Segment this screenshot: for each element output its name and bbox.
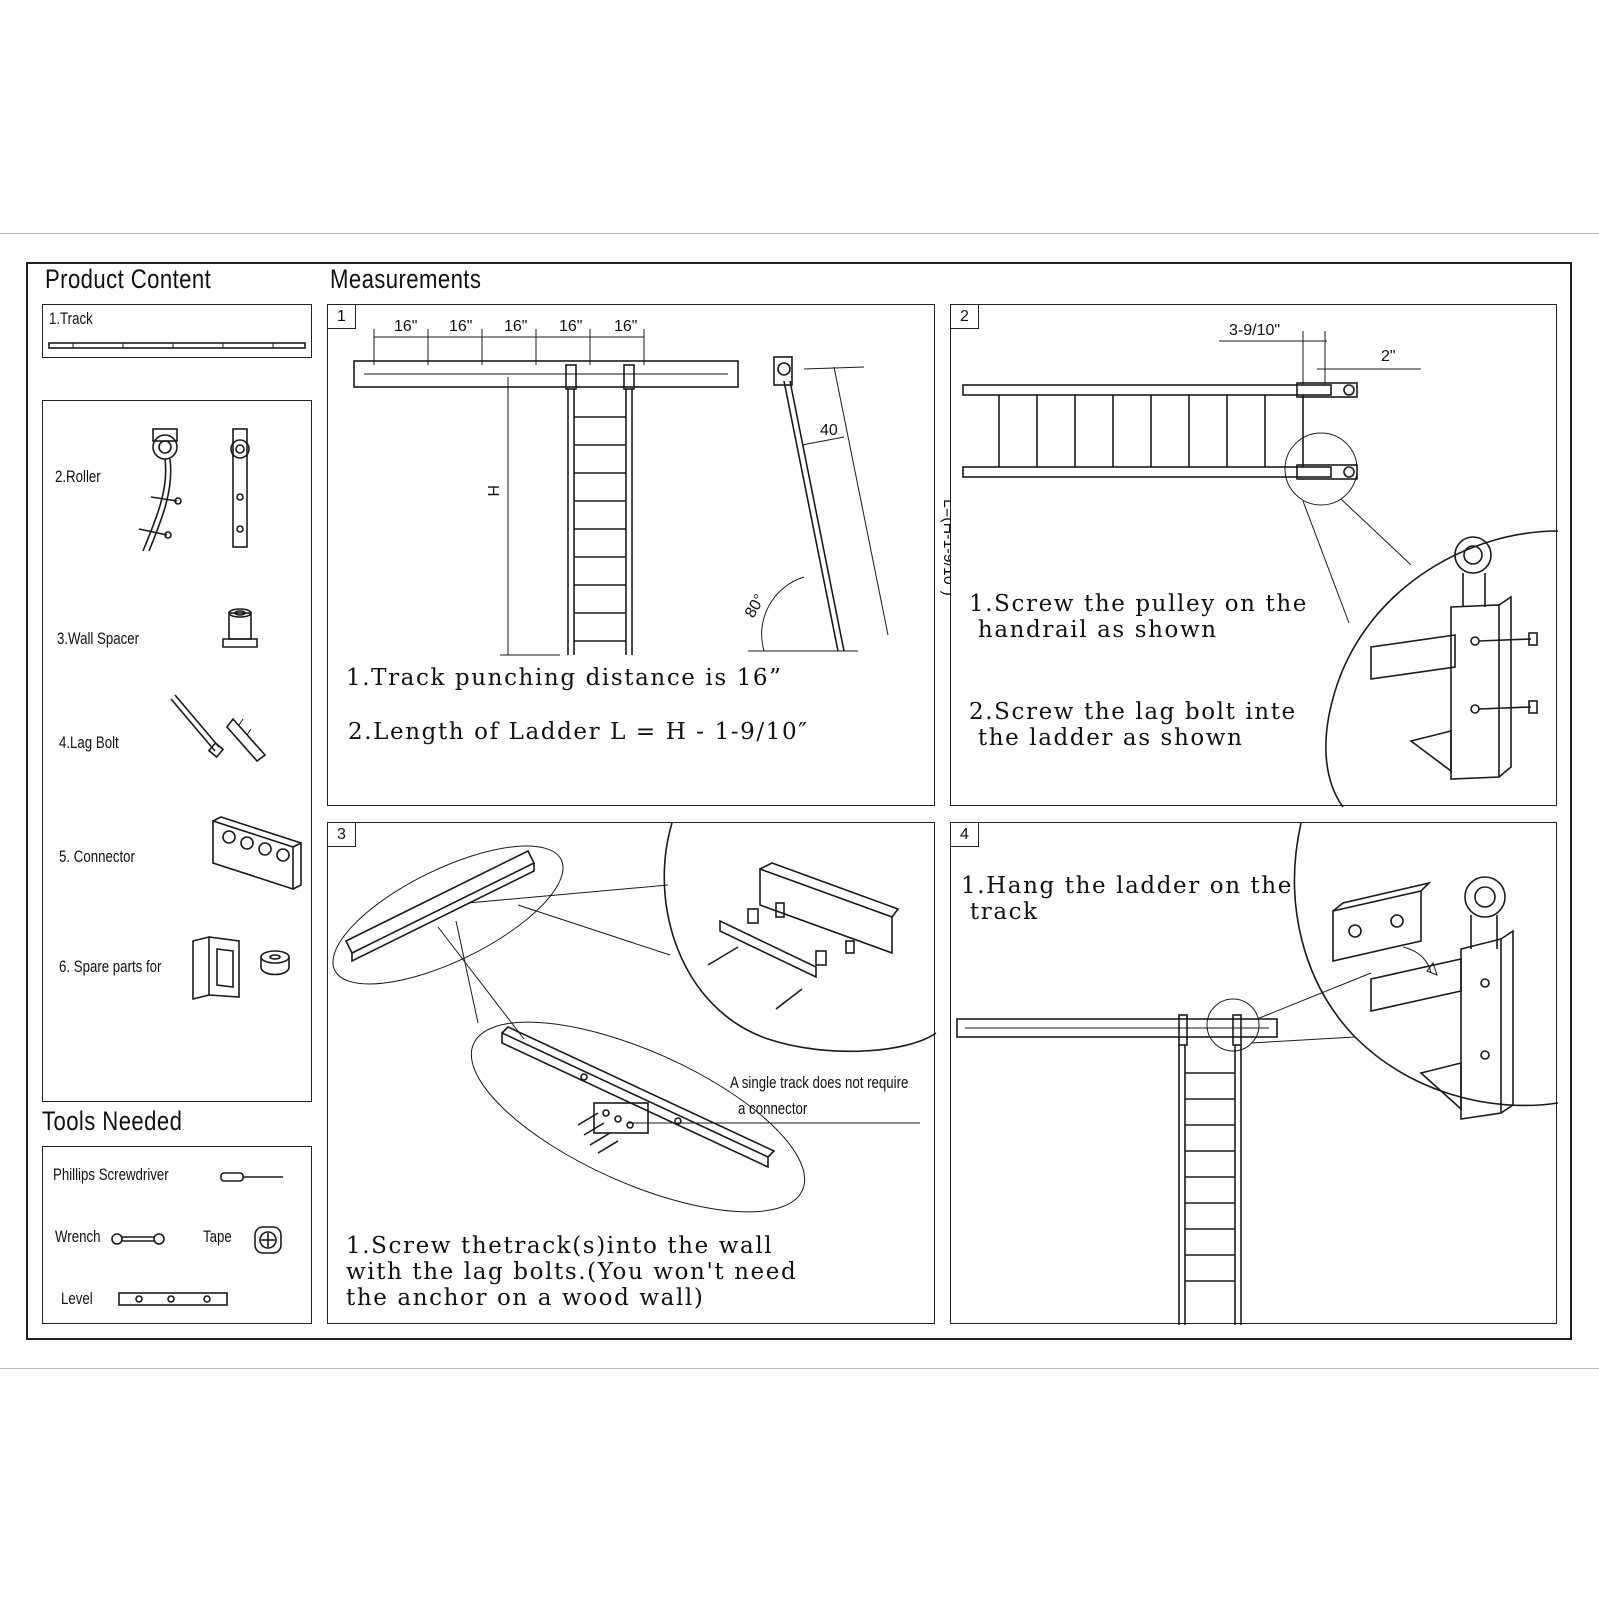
- panel-1-track: [353, 360, 739, 388]
- lag-bolt-icon: [170, 694, 267, 763]
- connector-detail-ellipse: [470, 1021, 806, 1213]
- tape-label: Tape: [203, 1227, 232, 1246]
- wall-spacer-icon: [222, 608, 258, 648]
- spare-bracket-icon: [192, 935, 240, 1001]
- tools-needed-header: Tools Needed: [42, 1106, 183, 1136]
- panel-2-step-2-line-2: the ladder as shown: [969, 725, 1244, 751]
- screwdriver-label: Phillips Screwdriver: [53, 1165, 169, 1184]
- screwdriver-icon: [220, 1172, 283, 1182]
- height-label: H: [484, 485, 501, 497]
- tools-drawings: [111, 1172, 283, 1306]
- parts-box: 2.Roller 3.Wall Spacer 4.Lag Bolt 5. Con…: [42, 400, 312, 1102]
- panel-3: 3 A single track does not require: [327, 822, 937, 1324]
- panel-4-ladder: [1178, 1014, 1242, 1325]
- panel-1-drawing: 16" 16" 16" 16" 16" H: [353, 318, 957, 656]
- track-label: 1.Track: [49, 309, 93, 328]
- panel-2-step-1-line-2: handrail as shown: [969, 617, 1218, 643]
- wrench-icon: [111, 1233, 165, 1245]
- lag-bolt-label: 4.Lag Bolt: [59, 733, 119, 752]
- roller-side-icon: [138, 428, 182, 552]
- measurements-header: Measurements: [330, 264, 482, 294]
- detail-circle-small: [1284, 432, 1358, 506]
- level-icon: [118, 1292, 228, 1306]
- roller-front-icon: [230, 428, 250, 548]
- track-drawing: [48, 342, 306, 349]
- level-label: Level: [61, 1289, 93, 1308]
- roller-label: 2.Roller: [55, 467, 101, 486]
- product-content-header: Product Content: [45, 264, 212, 294]
- dim-b-label: 2": [1381, 348, 1396, 365]
- spacing-label-2: 16": [449, 318, 472, 335]
- spare-ring-icon: [260, 950, 290, 976]
- panel-2-ladder: [962, 382, 1358, 480]
- panel-1-step-2: 2.Length of Ladder L = H - 1-9/10″: [348, 719, 809, 745]
- panel-1-side-view: 40 L=(H-1-9/10") 80°: [742, 356, 957, 652]
- panel-3-step-line-3: the anchor on a wood wall): [346, 1285, 705, 1311]
- panel-4: 4: [950, 822, 1559, 1325]
- tools-box: Phillips Screwdriver Wrench Tape Level: [42, 1146, 312, 1324]
- panel-2-drawing: 3-9/10" 2": [962, 322, 1559, 808]
- detail-circle-small: [1206, 998, 1260, 1052]
- wrench-label: Wrench: [55, 1227, 101, 1246]
- panel-4-drawing: [956, 822, 1559, 1325]
- panel-3-number: 3: [328, 823, 356, 847]
- offset-label: 40: [820, 422, 838, 439]
- panel-2-step-1-line-1: 1.Screw the pulley on the: [969, 591, 1308, 617]
- spacing-label-5: 16": [614, 318, 637, 335]
- wall-spacer-label: 3.Wall Spacer: [57, 629, 140, 648]
- panel-1: 1 16" 16" 16" 16" 16" H: [327, 304, 957, 806]
- panel-2: 2 3-9/10" 2": [950, 304, 1559, 808]
- panel-1-ladder: [565, 364, 635, 655]
- panel-1-step-1: 1.Track punching distance is 16”: [346, 665, 783, 691]
- panel-1-number: 1: [328, 305, 356, 329]
- panel-2-step-2-line-1: 2.Screw the lag bolt inte: [969, 699, 1297, 725]
- sheet-background: [0, 233, 1599, 1369]
- connector-label: 5. Connector: [59, 847, 135, 866]
- panel-4-track: [956, 1018, 1278, 1038]
- panel-3-drawing: [332, 822, 937, 1213]
- spacing-label-4: 16": [559, 318, 582, 335]
- connector-note-line-2: a connector: [738, 1099, 808, 1118]
- instruction-frame: [26, 262, 1572, 1340]
- track-detail-ellipse: [332, 845, 564, 985]
- panel-2-zoom-detail: [1325, 530, 1559, 808]
- panel-4-zoom-detail: [1293, 822, 1559, 1120]
- spacing-label-3: 16": [504, 318, 527, 335]
- connector-note-line-1: A single track does not require: [730, 1073, 909, 1092]
- tape-icon: [254, 1226, 282, 1254]
- spacing-label-1: 16": [394, 318, 417, 335]
- panel-3-step-line-1: 1.Screw thetrack(s)into the wall: [346, 1233, 774, 1259]
- spare-parts-label: 6. Spare parts for: [59, 957, 162, 976]
- panel-4-step-line-1: 1.Hang the ladder on the: [961, 873, 1294, 899]
- connector-icon: [212, 816, 302, 891]
- panel-3-step-line-2: with the lag bolts.(You won't need: [346, 1259, 798, 1285]
- parts-drawings: [138, 428, 302, 1001]
- panel-3-zoom-circle: [663, 822, 937, 1053]
- dim-a-label: 3-9/10": [1229, 322, 1280, 339]
- panel-4-number: 4: [951, 823, 979, 847]
- panel-4-step-line-2: track: [961, 899, 1039, 925]
- track-part-box: 1.Track: [42, 304, 312, 358]
- panel-2-number: 2: [951, 305, 979, 329]
